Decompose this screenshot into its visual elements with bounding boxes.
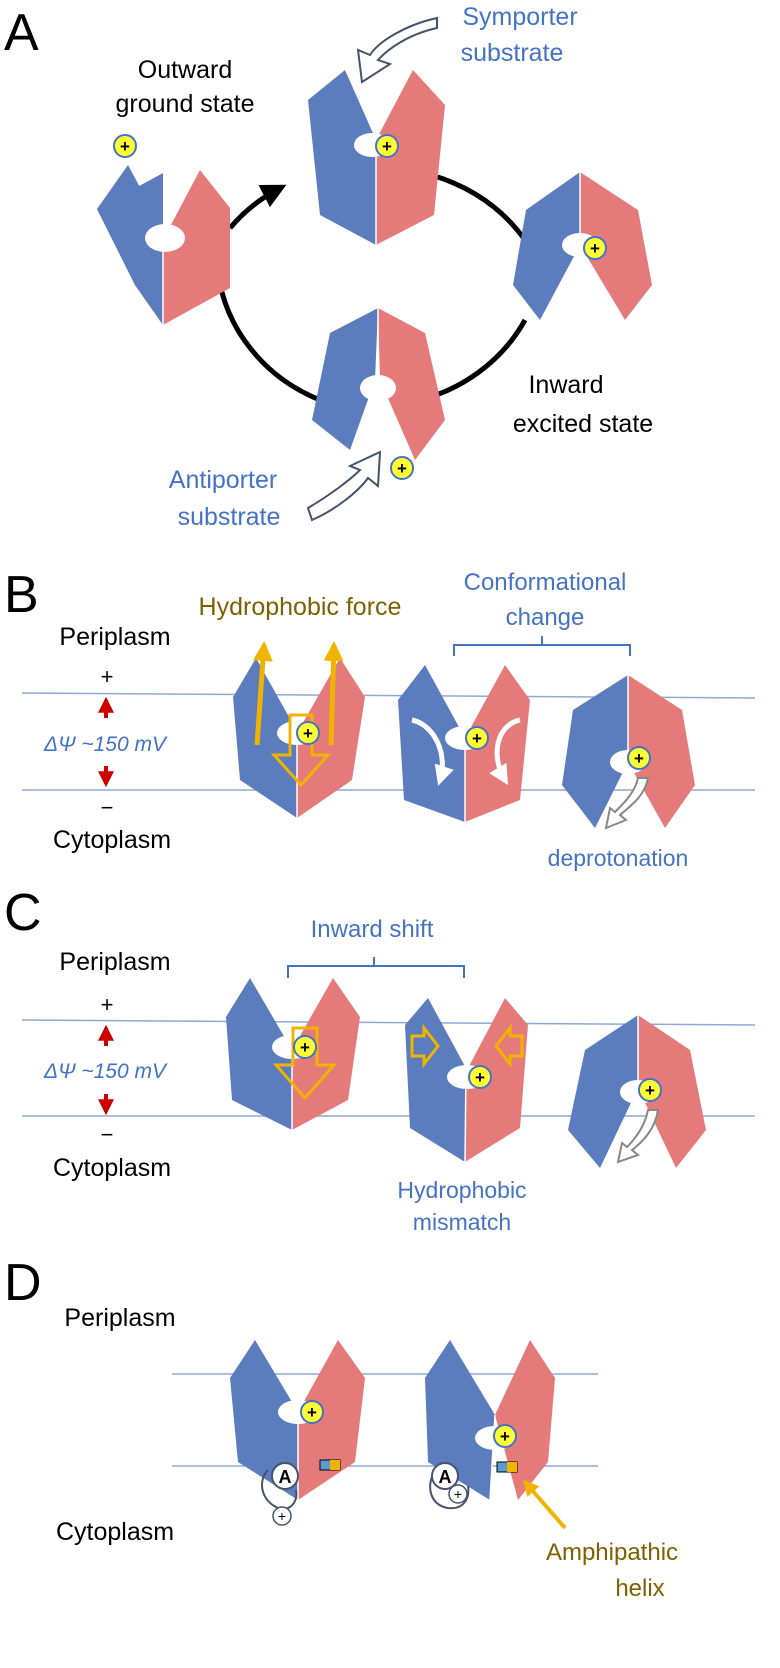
deprotonation-arrow-icon (604, 777, 650, 830)
charge-icon: + (272, 1506, 292, 1526)
bracket (453, 636, 631, 656)
transporter-top (308, 70, 445, 245)
pointer-arrow-icon (522, 1479, 567, 1530)
minus-sign: − (101, 1122, 114, 1147)
conformational-label-line2: change (506, 604, 585, 631)
residue-a-icon: A (271, 1462, 299, 1490)
transporter-bottom (312, 308, 445, 460)
inward-label-line2: excited state (513, 410, 653, 438)
antiporter-label-line2: substrate (178, 503, 281, 531)
mismatch-label-line2: mismatch (413, 1209, 511, 1235)
svg-text:+: + (120, 137, 130, 156)
periplasm-label: Periplasm (64, 1304, 175, 1332)
cytoplasm-label: Cytoplasm (53, 826, 171, 854)
svg-text:A: A (279, 1467, 292, 1487)
panel-b: B Periplasm + − Cytoplasm ΔΨ ~150 mV Hyd… (4, 566, 756, 871)
transporter-outward (97, 165, 230, 325)
deprotonation-arrow-icon (616, 1109, 660, 1164)
hydrophobic-force-label: Hydrophobic force (199, 593, 402, 621)
svg-text:+: + (500, 1427, 510, 1446)
svg-text:+: + (307, 1403, 317, 1422)
proton-icon: + (638, 1078, 662, 1102)
panel-a: A + + (4, 3, 653, 531)
transporter-c3 (568, 1015, 706, 1168)
symporter-label-line2: substrate (461, 39, 564, 67)
periplasm-label: Periplasm (59, 948, 170, 976)
proton-icon: + (493, 1424, 517, 1448)
plus-sign: + (101, 664, 114, 689)
svg-text:+: + (382, 137, 392, 156)
svg-text:+: + (475, 1068, 485, 1087)
proton-icon: + (293, 1035, 317, 1059)
panel-letter-b: B (4, 566, 39, 624)
panel-letter-d: D (4, 1254, 42, 1312)
shift-arrow-icon (410, 1023, 440, 1069)
loop-icon (429, 1469, 470, 1510)
proton-icon: + (627, 746, 651, 770)
symporter-label-line1: Symporter (462, 3, 577, 31)
residue-a-icon: A (431, 1462, 459, 1490)
proton-icon: + (300, 1400, 324, 1424)
proton-icon: + (583, 236, 607, 260)
amphipathic-label-line1: Amphipathic (546, 1539, 678, 1566)
rotation-arrow-icon (411, 717, 454, 786)
cycle-arrow-icon (228, 184, 287, 230)
transporter-right (513, 172, 652, 320)
force-arrow-icon (323, 641, 344, 746)
plus-sign: + (101, 992, 114, 1017)
inward-shift-label: Inward shift (311, 916, 434, 943)
proton-icon: + (113, 134, 137, 158)
conformational-label-line1: Conformational (464, 569, 627, 596)
antiporter-label-line1: Antiporter (169, 466, 277, 494)
inward-label-line1: Inward (528, 371, 603, 399)
curved-entry-arrow-icon (356, 16, 438, 84)
outward-label-line2: ground state (116, 90, 255, 118)
down-arrow-icon (272, 1026, 338, 1101)
bracket (287, 957, 465, 978)
svg-text:+: + (278, 1508, 286, 1524)
force-arrow-icon (252, 641, 273, 746)
svg-text:+: + (454, 1486, 462, 1502)
mismatch-label-line1: Hydrophobic (397, 1177, 526, 1203)
proton-icon: + (468, 1065, 492, 1089)
svg-text:+: + (303, 724, 313, 743)
cytoplasm-label: Cytoplasm (56, 1518, 174, 1546)
minus-sign: − (101, 795, 114, 820)
svg-text:+: + (645, 1081, 655, 1100)
cytoplasm-label: Cytoplasm (53, 1154, 171, 1182)
svg-text:+: + (472, 729, 482, 748)
svg-text:+: + (300, 1038, 310, 1057)
transporter-d1 (230, 1340, 365, 1500)
panel-letter-a: A (4, 4, 39, 62)
proton-icon: + (375, 134, 399, 158)
shift-arrow-icon (494, 1023, 524, 1069)
periplasm-label: Periplasm (59, 623, 170, 651)
transporter-b2 (398, 665, 530, 822)
panel-d: D Periplasm Cytoplasm + A + (4, 1254, 678, 1602)
svg-text:+: + (590, 239, 600, 258)
panel-letter-c: C (4, 884, 42, 942)
rotation-arrow-icon (489, 717, 521, 786)
proton-icon: + (390, 456, 414, 480)
deprotonation-label: deprotonation (548, 845, 689, 871)
panel-c: C Periplasm + − Cytoplasm ΔΨ ~150 mV Inw… (4, 884, 756, 1235)
amphipathic-label-line2: helix (615, 1575, 664, 1602)
membrane-potential-label: ΔΨ ~150 mV (43, 1060, 168, 1083)
proton-icon: + (465, 726, 489, 750)
membrane-potential-label: ΔΨ ~150 mV (43, 733, 168, 756)
curved-entry-arrow-icon (306, 450, 382, 522)
svg-text:+: + (634, 749, 644, 768)
svg-text:+: + (397, 459, 407, 478)
down-arrow-icon (270, 713, 332, 788)
outward-label-line1: Outward (138, 56, 232, 84)
proton-icon: + (296, 721, 320, 745)
charge-icon: + (448, 1484, 468, 1504)
svg-text:A: A (439, 1467, 452, 1487)
